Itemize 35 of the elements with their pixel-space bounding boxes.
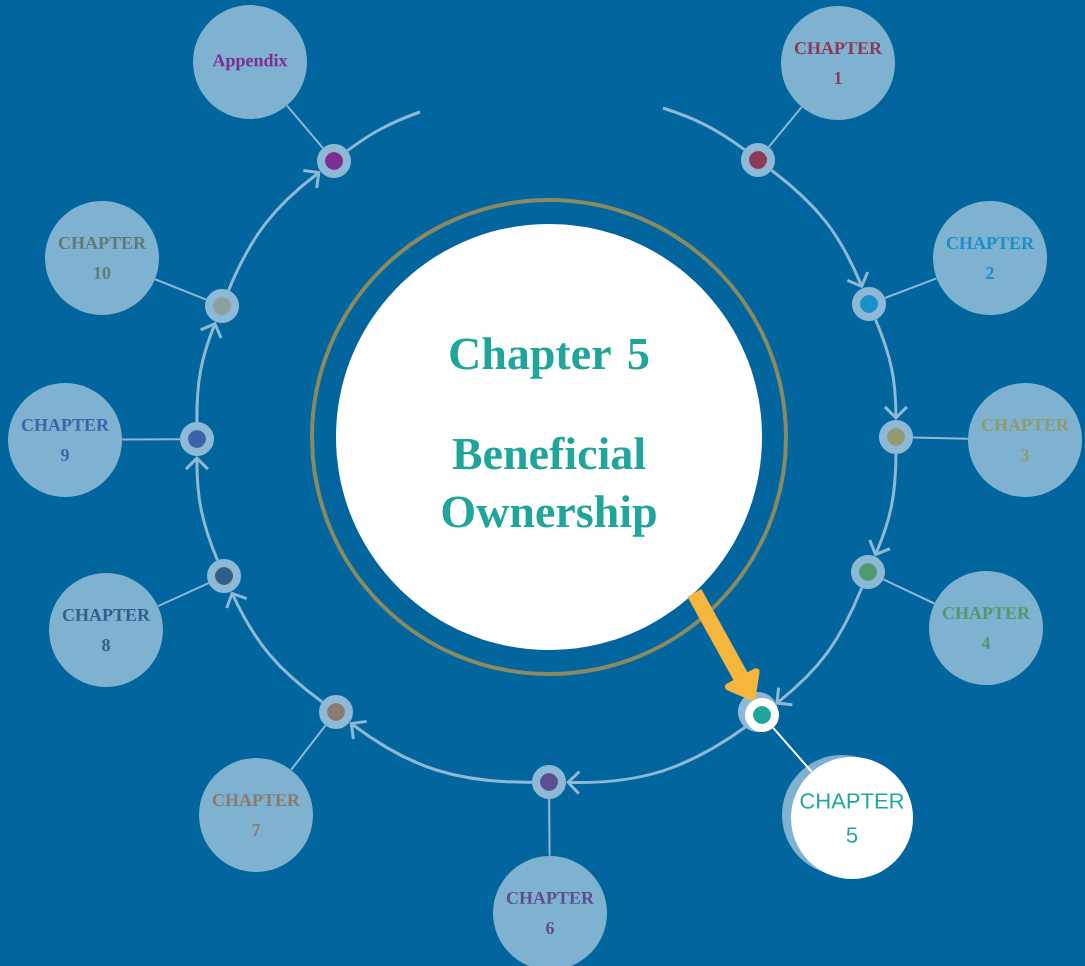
leader-line bbox=[154, 278, 208, 301]
leader-line bbox=[767, 106, 803, 148]
leader-line bbox=[883, 277, 938, 299]
flow-arrow bbox=[874, 319, 908, 420]
flow-arrow bbox=[184, 456, 219, 561]
chapter-dot bbox=[532, 765, 566, 799]
leader-line bbox=[290, 724, 327, 771]
chapter-dot bbox=[741, 143, 775, 177]
chapter-dot bbox=[317, 144, 351, 178]
chapter-dot bbox=[207, 559, 241, 593]
flow-arrow bbox=[227, 168, 321, 291]
chapter-dot bbox=[851, 555, 885, 589]
flow-arrow bbox=[225, 591, 324, 704]
flow-arrow bbox=[349, 719, 533, 784]
leader-line bbox=[157, 582, 210, 608]
chapter-dot bbox=[205, 289, 239, 323]
pointer-arrow bbox=[687, 589, 760, 701]
flow-arrow bbox=[566, 723, 750, 795]
leader-line bbox=[882, 578, 936, 605]
flow-line bbox=[346, 110, 421, 152]
leader-line bbox=[548, 798, 551, 857]
flow-arrow bbox=[770, 169, 870, 289]
flow-arrow bbox=[195, 321, 223, 422]
chapter-dot bbox=[852, 287, 886, 321]
leader-line bbox=[286, 104, 324, 150]
chapter-dot bbox=[180, 422, 214, 456]
leader-line bbox=[772, 726, 813, 773]
leader-line bbox=[912, 436, 969, 440]
leader-line bbox=[121, 438, 181, 441]
chapter-dot bbox=[319, 695, 353, 729]
chapter-dot bbox=[738, 692, 779, 732]
flow-line bbox=[662, 106, 746, 151]
chapter-dot bbox=[879, 420, 913, 454]
flow-arrow bbox=[775, 587, 864, 707]
flow-arrow bbox=[868, 453, 898, 557]
